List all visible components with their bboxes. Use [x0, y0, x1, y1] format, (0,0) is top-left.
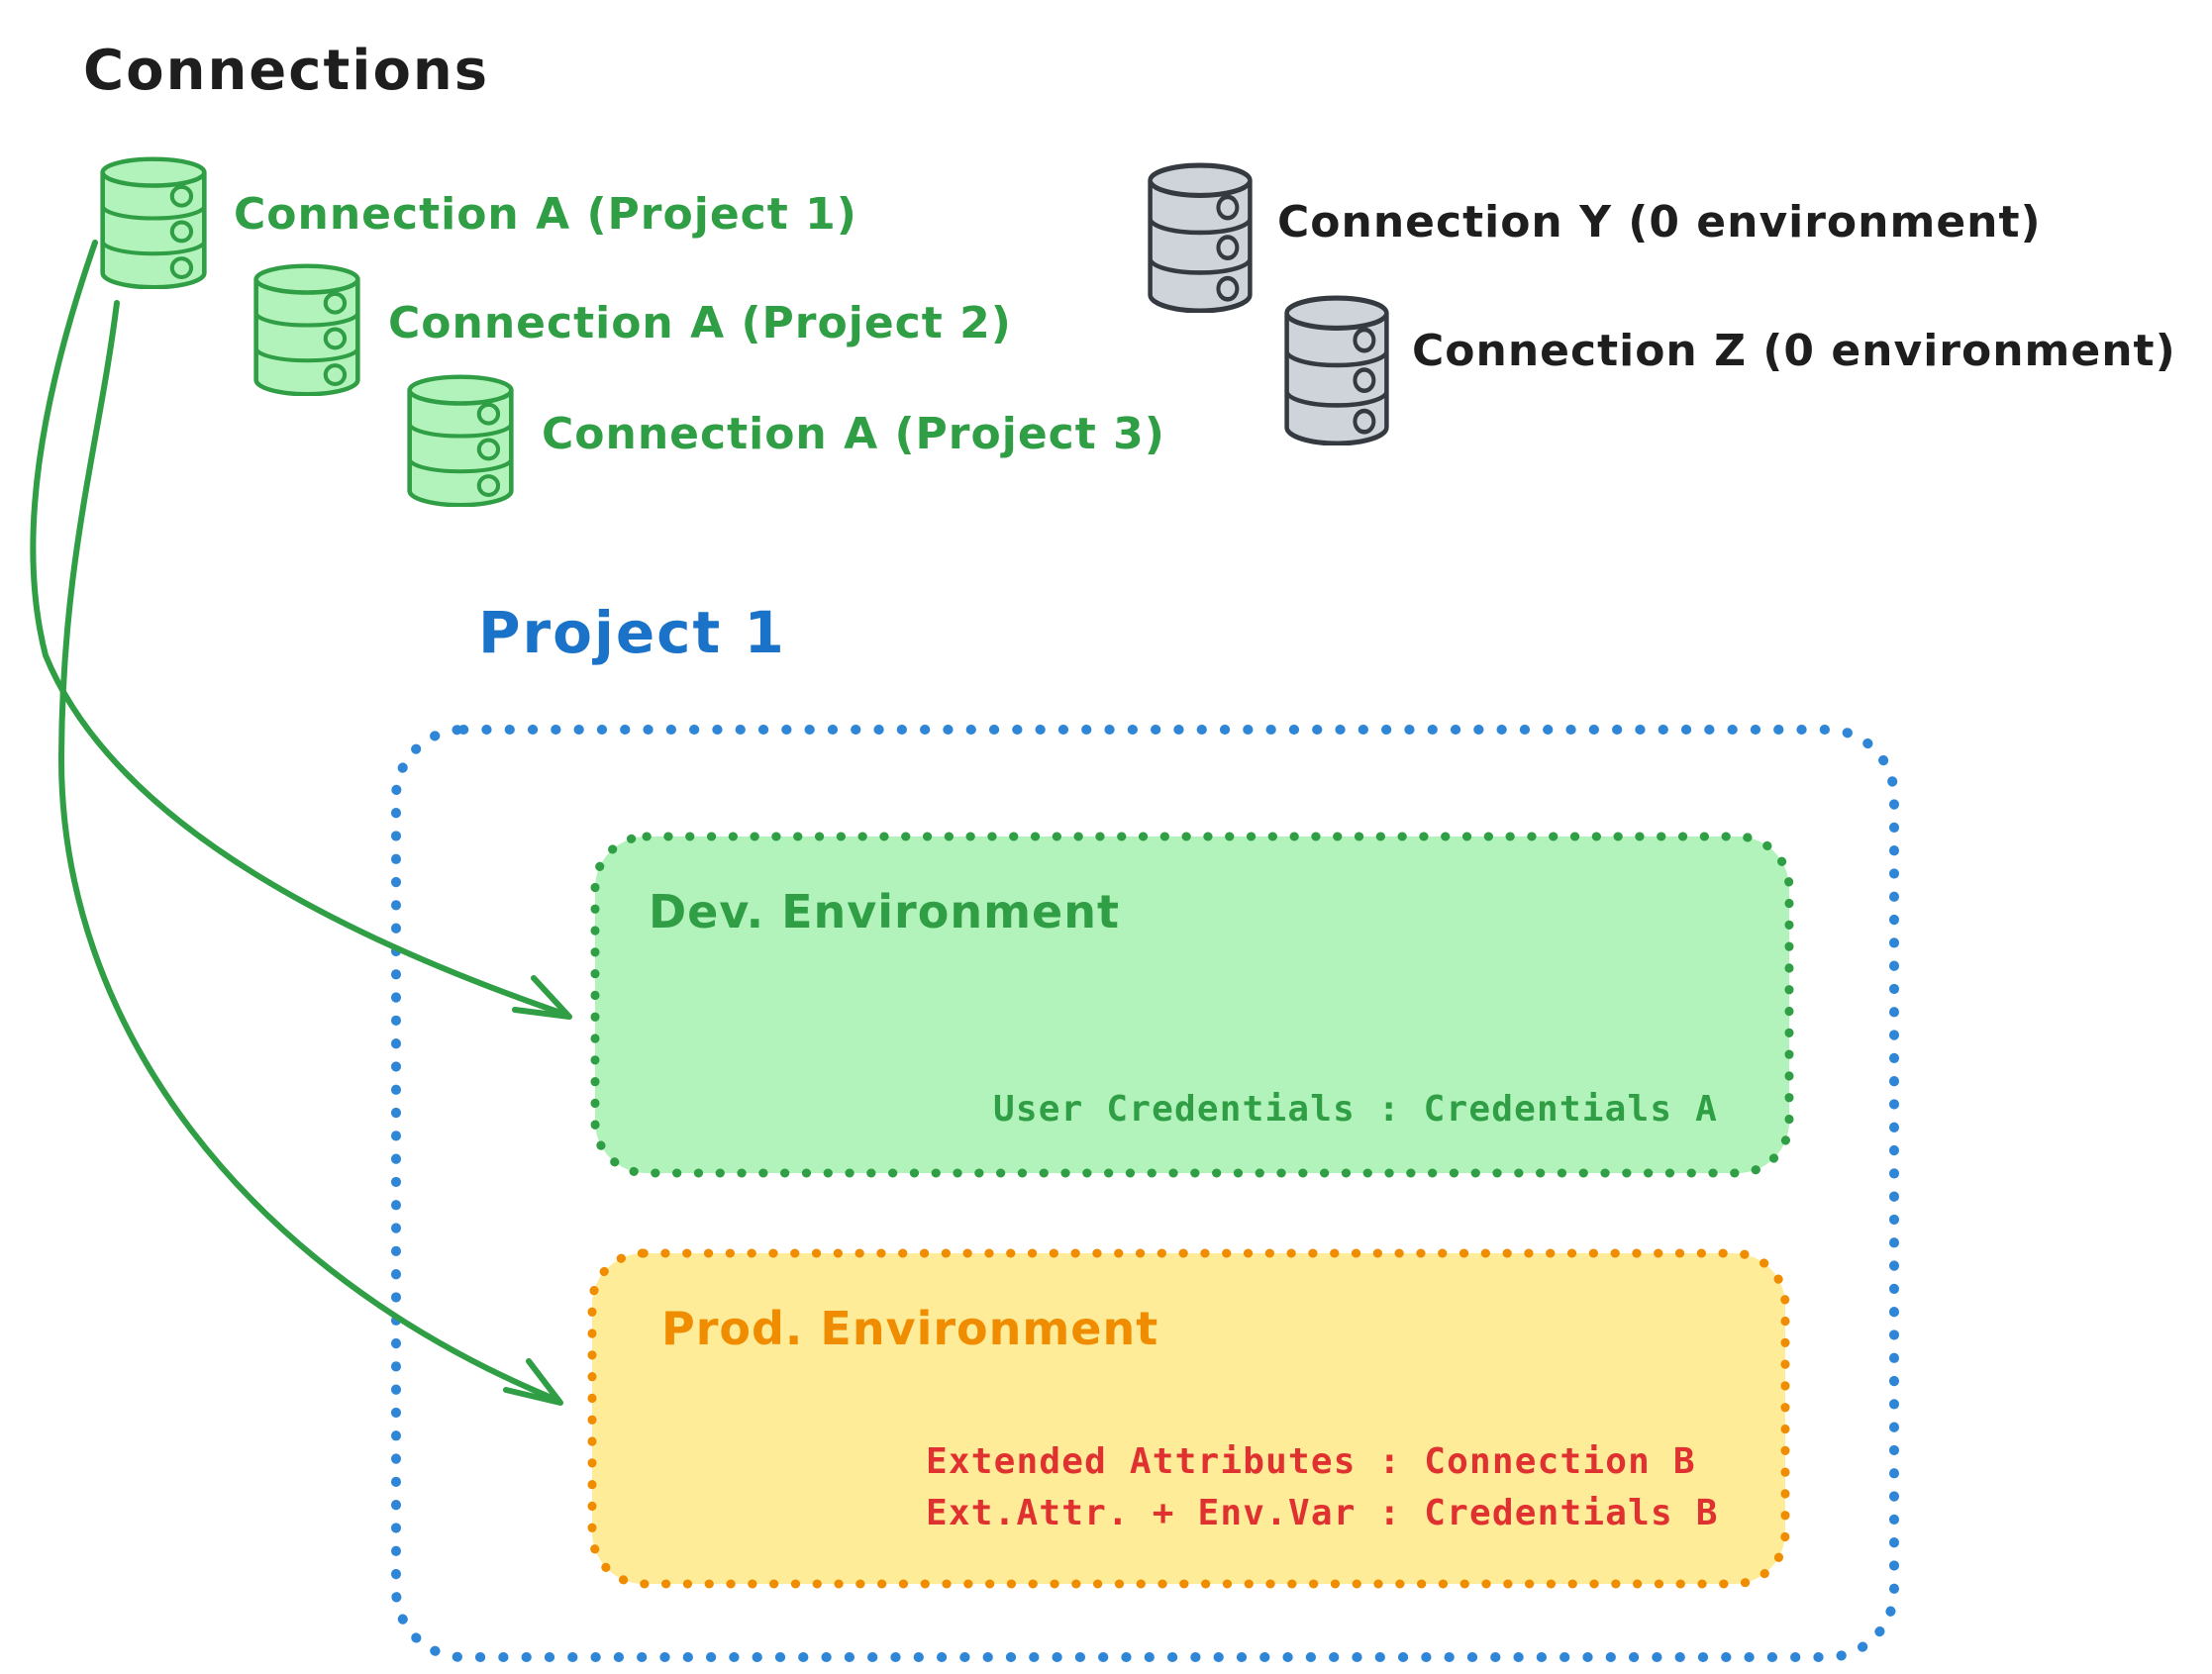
dev-environment-box: [590, 832, 1794, 1178]
database-icon-connection-a-project-2: [256, 266, 358, 395]
label-connection-y: Connection Y (0 environment): [1277, 197, 2042, 247]
arrow-connection-a-to-prod-environment: [57, 300, 563, 1406]
dev-environment-credentials-mapping: User Credentials : Credentials A: [993, 1089, 1718, 1130]
label-connection-a-project-2: Connection A (Project 2): [388, 298, 1012, 348]
label-connection-a-project-1: Connection A (Project 1): [234, 189, 857, 240]
project-1-box: [391, 725, 1899, 1662]
database-icon-connection-a-project-1: [103, 159, 205, 288]
prod-environment-credentials-mapping: Ext.Attr. + Env.Var : Credentials B: [926, 1493, 1719, 1533]
database-icon-connection-a-project-3: [410, 377, 512, 506]
label-connection-z: Connection Z (0 environment): [1412, 326, 2176, 376]
project-1-title: Project 1: [478, 599, 786, 666]
prod-environment-connection-mapping: Extended Attributes : Connection B: [926, 1441, 1696, 1482]
database-icon-connection-y: [1151, 165, 1251, 311]
dev-environment-title: Dev. Environment: [649, 885, 1120, 938]
diagram-title: Connections: [83, 39, 490, 103]
database-icon-connection-z: [1287, 298, 1387, 443]
label-connection-a-project-3: Connection A (Project 3): [542, 409, 1165, 459]
prod-environment-title: Prod. Environment: [661, 1302, 1159, 1355]
prod-environment-box: [587, 1248, 1790, 1589]
